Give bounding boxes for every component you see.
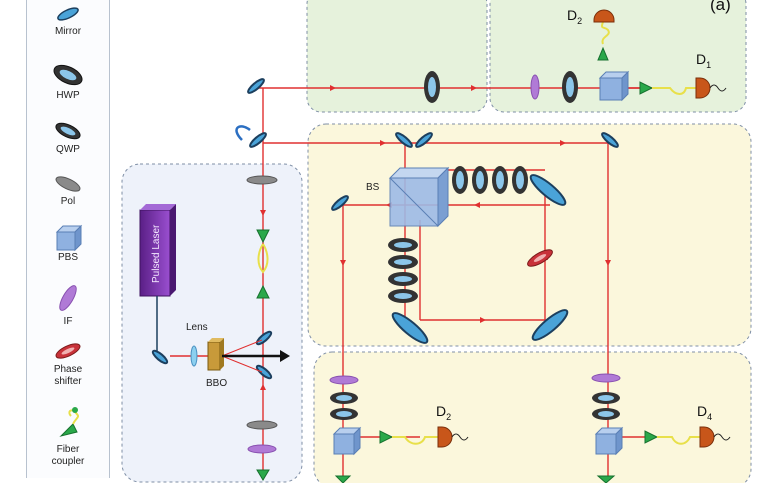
legend-item-if: IF: [27, 280, 109, 328]
mirror-icon: [601, 132, 619, 148]
interferometer-region: [307, 123, 752, 347]
mirror-icon: [151, 349, 169, 365]
label-d2-top: D2: [567, 7, 582, 26]
legend-label-hwp: HWP: [56, 90, 80, 101]
legend-item-mirror: Mirror: [27, 2, 109, 38]
phase-shifter-icon: [527, 249, 553, 267]
detector-d2-bottom: [437, 426, 453, 448]
detection-region-bottom: [313, 351, 752, 483]
mirror-icon: [415, 132, 433, 148]
qwp-icon: [55, 122, 81, 140]
detectors: [437, 9, 715, 448]
mirror-icon: [395, 132, 413, 148]
legend-label-if: IF: [63, 316, 73, 327]
legend-panel: Mirror HWP QWP Pol PBS IF: [26, 0, 110, 478]
legend-label-pol: Pol: [60, 196, 76, 207]
mirror-icon: [531, 309, 569, 341]
lens-label: Lens: [186, 322, 208, 333]
phase-shifter-icon: [55, 343, 81, 359]
beam-splitter: [388, 166, 450, 228]
fiber-coupler-icon: [59, 407, 80, 437]
bbo-crystal: [207, 338, 224, 371]
pbs-icon: [55, 224, 83, 252]
mirror-icon: [255, 364, 273, 380]
legend-item-fiber-coupler: Fiber coupler: [27, 404, 109, 468]
interference-filter-icon: [59, 285, 77, 311]
mirrors: [151, 78, 619, 380]
legend-label-pbs: PBS: [57, 252, 78, 263]
polarizer-icon: [55, 176, 81, 192]
beam-dump-arrow-icon: [280, 350, 290, 362]
label-d1: D1: [696, 51, 711, 70]
rotation-arrow-icon: [235, 125, 251, 141]
source-region-top-left: [306, 0, 488, 113]
bs-label: BS: [366, 182, 380, 193]
legend-item-pbs: PBS: [27, 222, 109, 264]
fibers: [257, 21, 702, 445]
legend-label-fiber-coupler: Fiber coupler: [51, 444, 85, 467]
mirror-icon: [57, 7, 79, 21]
detector-d4: [699, 426, 715, 448]
laser-label: Pulsed Laser: [151, 224, 162, 283]
waveplates: [330, 71, 620, 420]
polarizers: [246, 175, 278, 430]
detector-d1: [695, 77, 711, 99]
legend-item-hwp: HWP: [27, 60, 109, 102]
bbo-label: BBO: [206, 378, 227, 389]
detection-region-top-right: [489, 0, 747, 113]
legend-label-qwp: QWP: [56, 144, 80, 155]
legend-label-mirror: Mirror: [54, 26, 82, 37]
lens-icon: [190, 345, 198, 367]
label-d2-bottom: D2: [436, 403, 451, 422]
legend-item-phase-shifter: Phase shifter: [27, 338, 109, 388]
mirror-icon: [331, 195, 349, 211]
legend-item-pol: Pol: [27, 172, 109, 208]
spdc-cone: [221, 339, 263, 373]
mirror-icon: [247, 78, 265, 94]
detector-cables: [451, 84, 731, 441]
pulsed-laser: Pulsed Laser: [139, 204, 176, 297]
interference-filters: [247, 74, 621, 454]
hwp-icon: [53, 64, 83, 86]
panel-label: (a): [710, 0, 731, 14]
fiber-couplers: [256, 46, 659, 483]
label-d4: D4: [697, 403, 712, 422]
legend-label-phase-shifter: Phase shifter: [53, 364, 83, 387]
mirror-icon: [391, 312, 429, 344]
detector-d2-top: [593, 9, 615, 23]
pbs-cubes: [332, 70, 630, 456]
legend-item-qwp: QWP: [27, 118, 109, 156]
mirror-icon: [249, 132, 267, 148]
mirror-icon: [529, 174, 567, 206]
